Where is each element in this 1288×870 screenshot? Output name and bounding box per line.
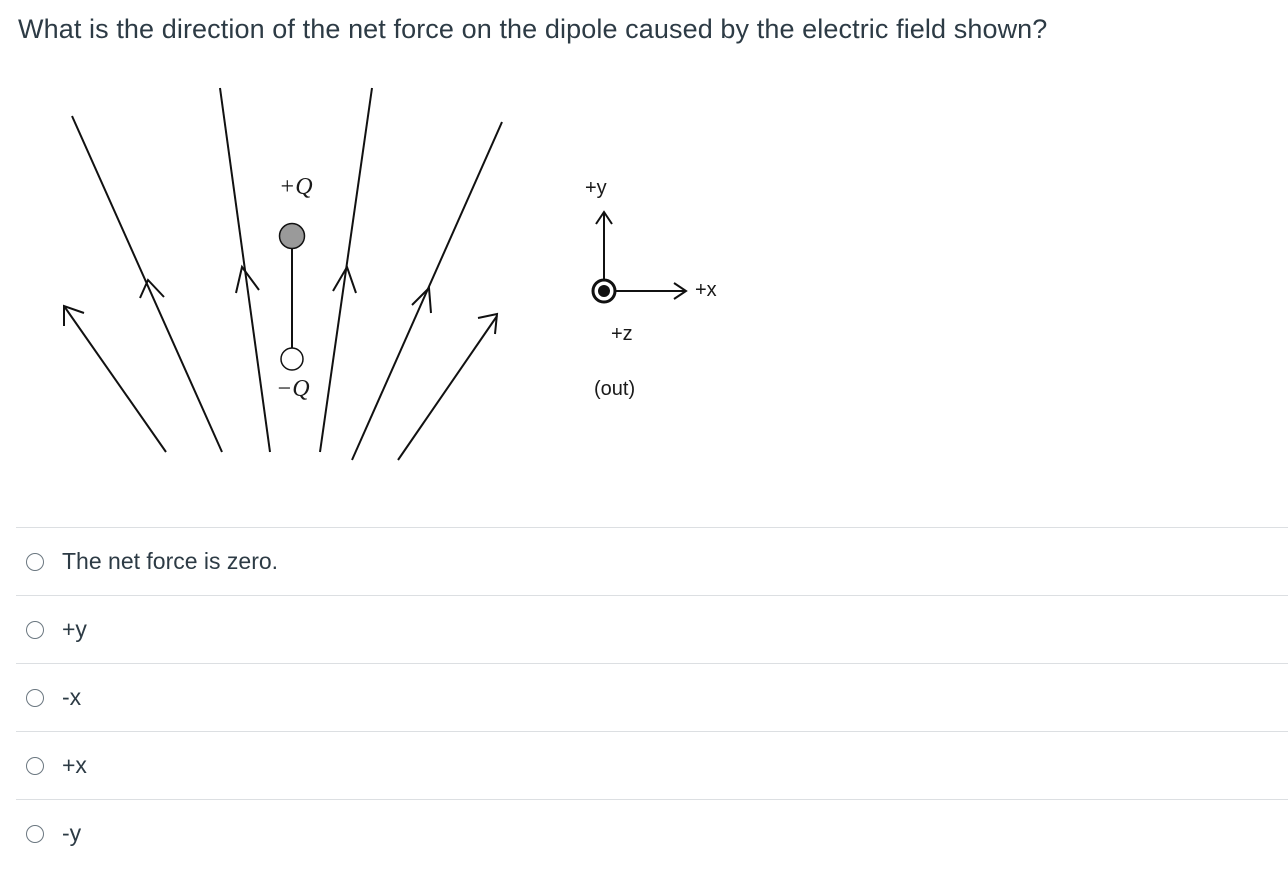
radio-button[interactable] <box>26 688 44 707</box>
field-line-6 <box>397 315 498 461</box>
radio-button[interactable] <box>26 824 44 843</box>
field-line-2-arrow <box>139 278 165 299</box>
field-lines <box>63 87 503 461</box>
coordinate-axes: +y +x +z (out) <box>585 177 717 400</box>
y-axis-arrowhead <box>595 210 613 225</box>
question-text: What is the direction of the net force o… <box>18 14 1048 44</box>
electric-field-diagram: +Q −Q +y +x +z (out) <box>63 87 717 461</box>
answer-option-plus-y[interactable]: +y <box>16 595 1288 663</box>
z-axis-out-dot <box>598 285 610 297</box>
field-line-4-arrow <box>332 264 357 294</box>
x-axis-label: +x <box>695 279 717 301</box>
z-axis-note: (out) <box>594 378 635 400</box>
x-axis-arrowhead <box>673 282 688 300</box>
answer-label: -y <box>62 820 82 846</box>
answer-list: The net force is zero. +y -x +x -y <box>16 527 1288 867</box>
answer-label: +y <box>62 616 87 642</box>
positive-charge-label: +Q <box>279 174 313 200</box>
positive-charge <box>278 222 306 250</box>
negative-charge-label: −Q <box>276 376 310 402</box>
negative-charge <box>280 347 304 371</box>
field-line-6-arrow <box>477 312 499 335</box>
answer-label: +x <box>62 752 87 778</box>
field-line-1 <box>63 305 167 453</box>
radio-button[interactable] <box>26 552 44 571</box>
answer-label: The net force is zero. <box>62 548 279 574</box>
field-line-3-arrow <box>235 264 260 294</box>
answer-option-net-force-zero[interactable]: The net force is zero. <box>16 527 1288 595</box>
answer-option-minus-y[interactable]: -y <box>16 799 1288 867</box>
answer-option-plus-x[interactable]: +x <box>16 731 1288 799</box>
field-line-5-arrow <box>411 285 432 314</box>
radio-button[interactable] <box>26 620 44 639</box>
radio-button[interactable] <box>26 756 44 775</box>
z-axis-label: +z <box>611 323 633 345</box>
answer-label: -x <box>62 684 82 710</box>
answer-option-minus-x[interactable]: -x <box>16 663 1288 731</box>
y-axis-label: +y <box>585 177 607 199</box>
field-line-1-arrow <box>63 304 85 326</box>
dipole: +Q −Q <box>276 174 313 402</box>
